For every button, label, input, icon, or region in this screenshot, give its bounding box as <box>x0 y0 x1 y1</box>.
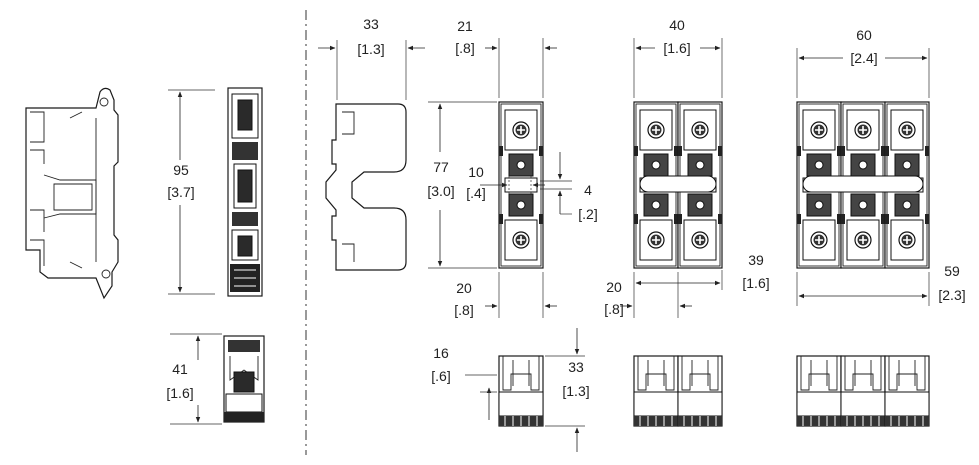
dim-front-33-in: [1.3] <box>562 383 589 399</box>
dim-95-mm: 95 <box>173 162 189 178</box>
dim-20-in: [.8] <box>454 302 473 318</box>
dim-77-in: [3.0] <box>427 183 454 199</box>
dim-41-mm: 41 <box>172 361 188 377</box>
dim-front-33-mm: 33 <box>568 359 584 375</box>
dim-59-in: [2.3] <box>938 287 965 303</box>
dim-slot-1pole: 10 [.4] <box>466 164 545 201</box>
dim-33-in: [1.3] <box>357 41 384 57</box>
dim-10-in: [.4] <box>466 185 485 201</box>
blank-profile-view <box>325 103 407 271</box>
dim-span-3pole: 59 [2.3] <box>796 263 966 306</box>
side-profile-view <box>25 87 119 300</box>
dim-height-front: 33 [1.3] <box>545 328 590 452</box>
dim-77-mm: 77 <box>433 159 449 175</box>
dim-step-1pole: 16 [.6] <box>431 345 497 420</box>
top-view-2pole <box>634 102 722 268</box>
front-view-2pole <box>633 355 723 427</box>
front-view-3pole <box>796 355 930 427</box>
dim-21-in: [.8] <box>455 40 474 56</box>
dim-21-mm: 21 <box>457 18 473 34</box>
dim-width-3pole: 60 [2.4] <box>796 27 930 98</box>
dim-2pole-20-mm: 20 <box>606 279 622 295</box>
dim-base-1pole: 20 [.8] <box>454 272 557 318</box>
dim-60-mm: 60 <box>856 27 872 43</box>
dim-59-mm: 59 <box>944 263 960 279</box>
dim-gap-1pole: 4 [.2] <box>540 152 598 222</box>
dim-60-in: [2.4] <box>850 50 877 66</box>
dim-10-mm: 10 <box>468 164 484 180</box>
dim-height-end: 41 [1.6] <box>166 333 222 425</box>
front-view-1pole <box>498 355 544 427</box>
dim-95-in: [3.7] <box>167 184 194 200</box>
dim-width-1pole: 21 [.8] <box>455 18 557 98</box>
dim-40-in: [1.6] <box>663 40 690 56</box>
dim-2pole-20-in: [.8] <box>604 301 623 317</box>
dim-39-mm: 39 <box>748 252 764 268</box>
front-1pole-tall-view <box>227 87 263 297</box>
dim-base-2pole: 20 [.8] <box>604 272 692 318</box>
dim-41-in: [1.6] <box>166 385 193 401</box>
dim-16-mm: 16 <box>433 345 449 361</box>
dim-40-mm: 40 <box>669 17 685 33</box>
dim-span-2pole: 39 [1.6] <box>635 252 770 291</box>
dim-39-in: [1.6] <box>742 275 769 291</box>
end-view-lower <box>223 335 265 423</box>
dim-height-side: 95 [3.7] <box>167 89 215 295</box>
dim-33-mm: 33 <box>363 16 379 32</box>
dim-width-2pole: 40 [1.6] <box>633 17 723 98</box>
dim-16-in: [.6] <box>431 368 450 384</box>
dim-height-1pole: 77 [3.0] <box>427 101 497 269</box>
dim-4-mm: 4 <box>584 182 592 198</box>
dim-20-mm: 20 <box>456 280 472 296</box>
top-view-3pole <box>797 102 929 268</box>
dim-4-in: [.2] <box>578 206 597 222</box>
dim-width-blank: 33 [1.3] <box>318 16 425 100</box>
